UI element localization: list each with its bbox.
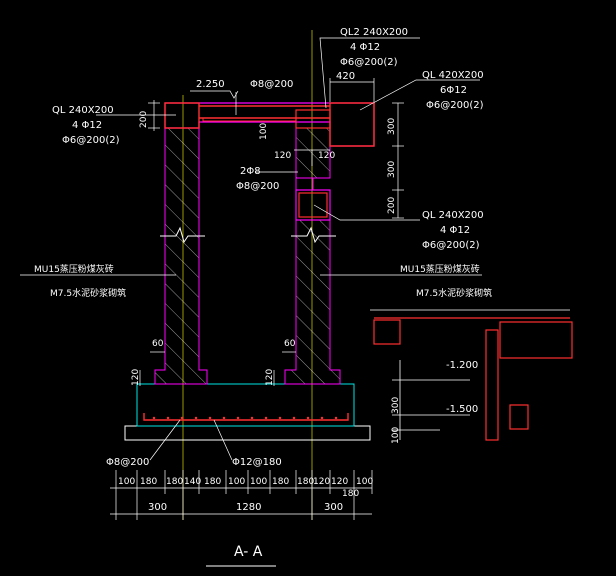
ql-left-stirrup: Φ6@200(2) [62,135,120,146]
break-marks [160,226,336,244]
elev-1200: -1.200 [446,360,478,371]
section-title: A- A [234,544,263,560]
ql-left-bars: 4 Φ12 [72,120,102,131]
ql420-stirrup: Φ6@200(2) [426,100,484,111]
found-phi12: Φ12@180 [232,457,282,468]
elev-dim-100: 100 [391,427,401,444]
dim-100-inner: 100 [259,123,269,140]
dim-120-b: 120 [318,151,335,161]
dim-row1-10: 120 [331,477,348,487]
dim-row1-3: 140 [184,477,201,487]
dim-row1-1: 180 [140,477,157,487]
dim-row1-12: 100 [356,477,373,487]
ql2-stirrup: Φ6@200(2) [340,57,398,68]
foundation-slab [136,383,355,427]
elev-dim-300: 300 [391,397,401,414]
right-ring-beam [295,178,331,221]
dim-300-b: 300 [387,161,397,178]
right-wall [284,127,341,385]
detail-figure [370,309,573,441]
dim-row1-7: 180 [272,477,289,487]
dim-row1-0: 100 [118,477,135,487]
ql420-bars: 6Φ12 [440,85,467,96]
level-2250: 2.250 [196,79,225,90]
top-slab-rebar: Φ8@200 [250,79,293,90]
ql-right-bars: 4 Φ12 [440,225,470,236]
dim-120-right: 120 [265,369,275,386]
dim-300-a: 300 [387,118,397,135]
dim-row2-2: 300 [324,502,343,513]
dim-row1-9: 120 [313,477,330,487]
found-phi8: Φ8@200 [106,457,149,468]
top-beam [164,102,375,147]
dim-row-2: 300 1280 300 [148,502,343,513]
dim-60-left: 60 [152,339,164,349]
leader-lines [20,37,482,515]
dim-420: 420 [336,71,355,82]
mu15-right: MU15蒸压粉煤灰砖 [400,263,480,275]
dim-200-left: 200 [139,111,149,128]
dim-200-right: 200 [387,197,397,214]
m75-right: M7.5水泥砂浆砌筑 [416,287,492,299]
wall-2phi8: 2Φ8 [240,166,261,177]
elev-1500: -1.500 [446,404,478,415]
dim-row-1: 100 180 180 140 180 100 100 180 180 120 … [118,477,373,499]
ql-right-title: QL 240X200 [422,210,484,221]
dim-row1-5: 100 [228,477,245,487]
dim-row2-1: 1280 [236,502,261,513]
dim-row1-6: 100 [250,477,267,487]
dim-120-left: 120 [131,369,141,386]
ql2-title: QL2 240X200 [340,27,408,38]
dim-ticks [115,470,373,520]
m75-left: M7.5水泥砂浆砌筑 [50,287,126,299]
ql2-bars: 4 Φ12 [350,42,380,53]
dim-row1-11: 180 [342,489,359,499]
dim-60-right: 60 [284,339,296,349]
dim-120-a: 120 [274,151,291,161]
wall-phi8: Φ8@200 [236,181,279,192]
ql-right-stirrup: Φ6@200(2) [422,240,480,251]
dim-row1-4: 180 [204,477,221,487]
dim-row1-2: 180 [166,477,183,487]
mu15-left: MU15蒸压粉煤灰砖 [34,263,114,275]
ql420-title: QL 420X200 [422,70,484,81]
dim-row2-0: 300 [148,502,167,513]
dim-row1-8: 180 [297,477,314,487]
foundation-rebar [143,413,349,421]
ql-left-title: QL 240X200 [52,105,114,116]
